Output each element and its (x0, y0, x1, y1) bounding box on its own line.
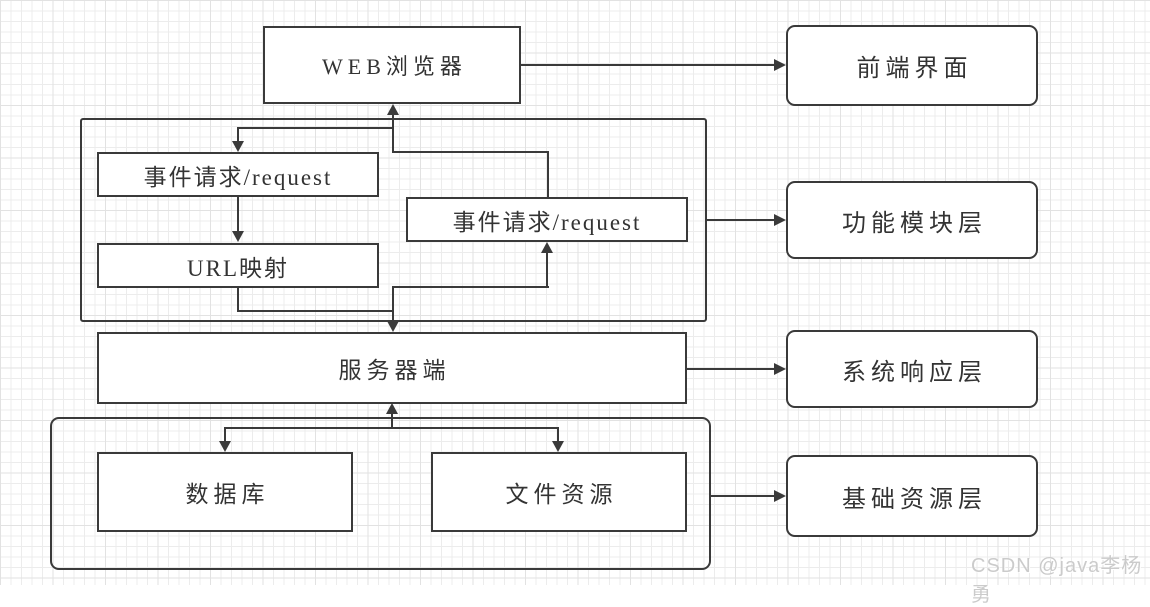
edge-to-event-right-horizontal (392, 286, 549, 288)
edge-branch-horizontal (224, 427, 559, 429)
node-basic-resource-layer: 基础资源层 (786, 455, 1038, 537)
node-event-request-left: 事件请求/request (97, 152, 379, 197)
edge-browser-to-event-left-drop (237, 127, 239, 142)
node-url-mapping-label: URL映射 (187, 255, 289, 281)
resource-layer-container (50, 417, 711, 570)
arrowhead-right-icon (774, 490, 786, 502)
node-system-response-layer-label: 系统响应层 (842, 359, 987, 386)
edge-server-to-system-response (687, 368, 774, 370)
node-basic-resource-layer-label: 基础资源层 (842, 486, 987, 513)
edge-return-to-browser-vertical (392, 112, 394, 153)
node-function-module-layer-label: 功能模块层 (842, 210, 987, 237)
node-event-request-left-label: 事件请求/request (143, 164, 333, 190)
node-database-label: 数据库 (185, 482, 270, 507)
node-url-mapping: URL映射 (97, 243, 379, 288)
arrowhead-right-icon (774, 59, 786, 71)
edge-event-left-to-url-mapping (237, 196, 239, 232)
edge-resource-to-basic-resource (711, 495, 774, 497)
node-system-response-layer: 系统响应层 (786, 330, 1038, 408)
node-file-resource: 文件资源 (431, 452, 687, 532)
node-web-browser-label: WEB浏览器 (322, 54, 467, 79)
arrowhead-right-icon (774, 214, 786, 226)
edge-browser-to-event-left-horizontal (237, 127, 394, 129)
edge-middle-to-function-module (707, 219, 774, 221)
arrowhead-down-icon (219, 441, 231, 452)
node-frontend-ui-label: 前端界面 (856, 56, 973, 82)
edge-return-from-event-right-top (547, 151, 549, 198)
arrowhead-right-icon (774, 363, 786, 375)
edge-url-mapping-exit-horizontal (237, 310, 394, 312)
arrowhead-up-icon (387, 104, 399, 115)
edge-branch-to-database (224, 427, 226, 442)
node-web-browser: WEB浏览器 (263, 26, 521, 104)
node-event-request-right-label: 事件请求/request (452, 209, 642, 235)
node-server: 服务器端 (97, 332, 687, 404)
edge-return-to-browser-horizontal (392, 151, 549, 153)
arrowhead-down-icon (552, 441, 564, 452)
edge-resource-to-server (391, 413, 393, 429)
csdn-watermark: CSDN @java李杨勇 (971, 555, 1143, 606)
arrowhead-down-icon (387, 321, 399, 332)
edge-branch-to-file-resource (557, 427, 559, 442)
node-server-label: 服务器端 (338, 358, 451, 383)
arrowhead-up-icon (386, 403, 398, 414)
node-frontend-ui: 前端界面 (786, 25, 1038, 106)
edge-url-mapping-exit-drop (237, 286, 239, 312)
arrowhead-down-icon (232, 231, 244, 242)
node-database: 数据库 (97, 452, 353, 532)
edge-browser-to-frontend (521, 64, 774, 66)
arrowhead-up-icon (541, 242, 553, 253)
arrowhead-down-icon (232, 141, 244, 152)
node-file-resource-label: 文件资源 (505, 482, 618, 507)
node-function-module-layer: 功能模块层 (786, 181, 1038, 259)
edge-down-to-server (392, 286, 394, 322)
node-event-request-right: 事件请求/request (406, 197, 688, 242)
edge-to-event-right-vertical (546, 252, 548, 288)
